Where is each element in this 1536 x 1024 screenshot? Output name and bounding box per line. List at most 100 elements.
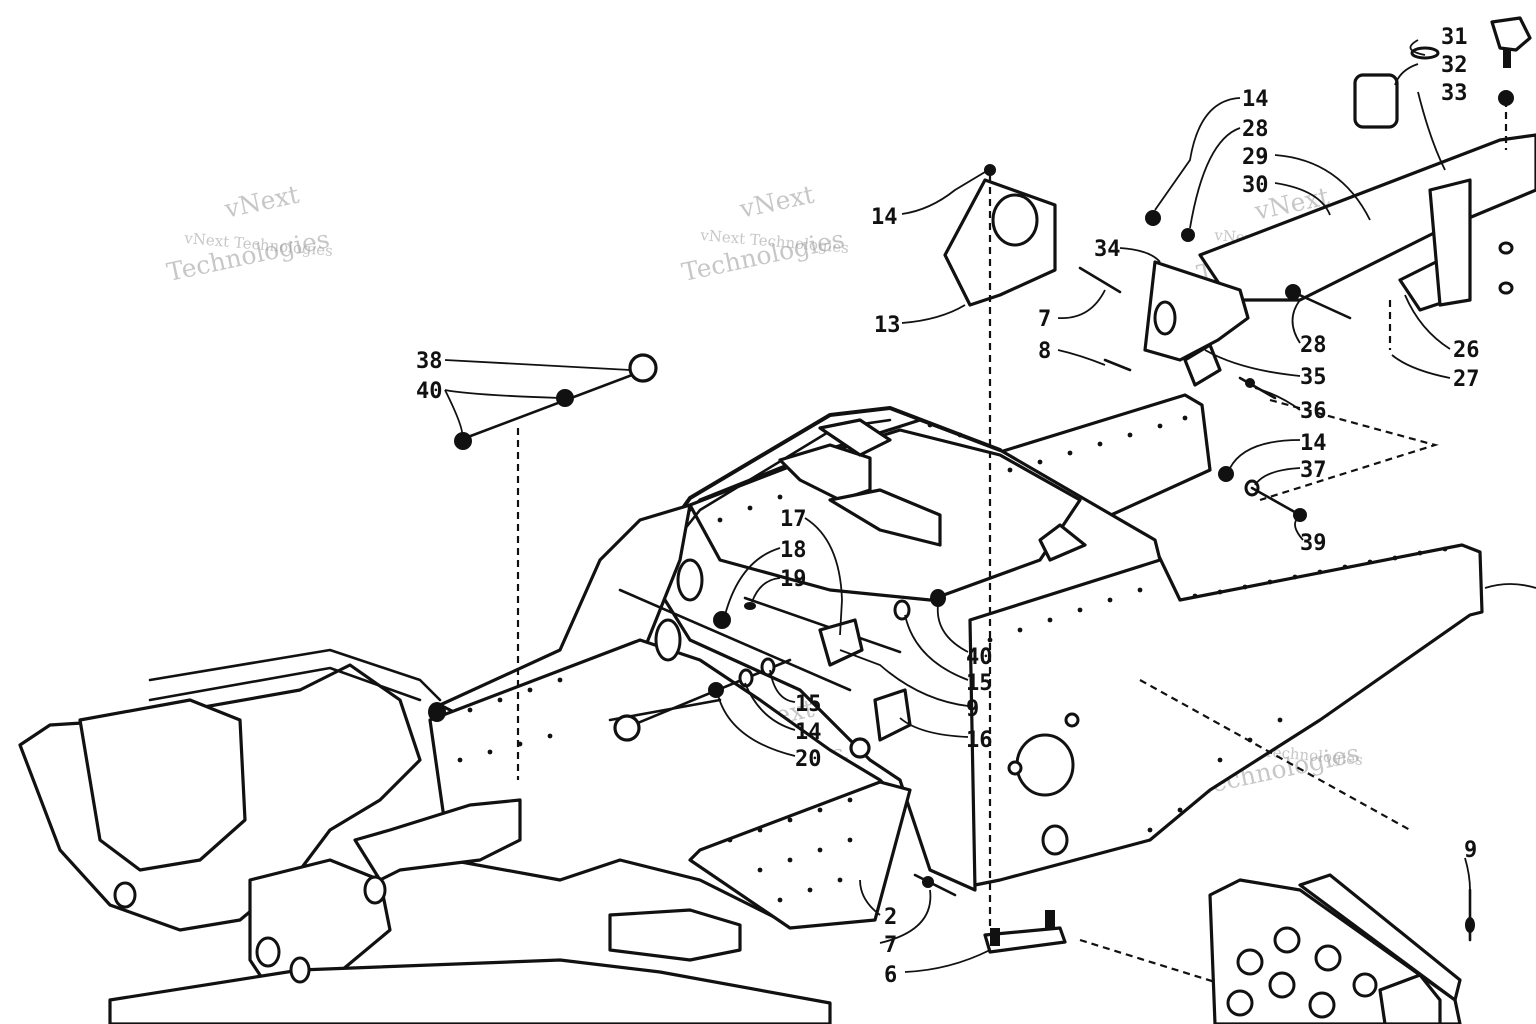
washer: [1498, 281, 1514, 295]
callout-31: 31: [1441, 25, 1468, 50]
frame-hole: [654, 618, 682, 662]
callout-19: 19: [780, 567, 807, 592]
handlebar-knob: [1490, 16, 1532, 52]
fastener: [1078, 266, 1122, 294]
callout-32: 32: [1441, 53, 1468, 78]
footrest-fold: [1298, 873, 1462, 1002]
washer: [1498, 241, 1514, 255]
frame-centerline: [1139, 679, 1411, 831]
callout-40-b: 40: [966, 645, 993, 670]
callout-2: 2: [884, 905, 897, 930]
callout-16: 16: [966, 728, 993, 753]
callout-28-b: 28: [1300, 333, 1327, 358]
bumper-inner: [78, 698, 247, 872]
floor-bracket: [818, 418, 892, 457]
callout-15-b: 15: [795, 692, 822, 717]
frame-hole: [1015, 733, 1075, 797]
callout-14-d: 14: [795, 720, 822, 745]
washer: [760, 657, 776, 677]
nut: [930, 589, 946, 607]
bolt: [1250, 486, 1302, 517]
bolt: [1291, 290, 1352, 320]
callout-39: 39: [1300, 531, 1327, 556]
watermark-vnext: vNext: [736, 180, 816, 224]
mount-stud: [990, 928, 1000, 946]
callout-7: 7: [1038, 307, 1051, 332]
callout-34: 34: [1094, 237, 1121, 262]
nut: [454, 432, 472, 450]
bolt-head: [628, 353, 658, 383]
callouts: 31 32 33 14 28 29 30 34 14 13 7 8 28 35 …: [416, 25, 1480, 988]
footrest-plate: [688, 780, 912, 930]
tunnel-side-panel: [958, 543, 1484, 887]
rivet-row: [457, 415, 1448, 903]
frame-hole: [676, 558, 704, 602]
rivet: [1465, 917, 1475, 933]
callout-17: 17: [780, 507, 807, 532]
callout-18: 18: [780, 538, 807, 563]
frame-hole: [1064, 712, 1080, 728]
washer: [556, 389, 574, 407]
callout-33: 33: [1441, 81, 1468, 106]
callout-9-b: 9: [1464, 838, 1477, 863]
tab-plate: [1183, 343, 1222, 387]
washer: [744, 602, 756, 610]
knob-stem: [1503, 48, 1511, 68]
callout-6: 6: [884, 963, 897, 988]
floor-bracket: [828, 488, 942, 547]
footrest-panel-right: [1208, 873, 1462, 1024]
callout-8: 8: [1038, 339, 1051, 364]
washer: [1181, 228, 1195, 242]
bolt: [743, 596, 902, 654]
lower-mount-plate: [983, 926, 1067, 954]
nut: [1218, 466, 1234, 482]
nut: [984, 164, 996, 176]
suspension-rod: [618, 588, 852, 692]
footrest-hole: [1236, 948, 1264, 976]
tube-roller: [608, 908, 742, 962]
callout-35: 35: [1300, 365, 1327, 390]
callout-30: 30: [1242, 173, 1269, 198]
bolt-head: [1293, 508, 1307, 522]
floor-bracket: [778, 443, 872, 502]
callout-36: 36: [1300, 399, 1327, 424]
washer: [893, 599, 911, 621]
watermark-vnext: vNext: [221, 180, 301, 224]
callout-14-tower: 14: [871, 205, 898, 230]
callout-13: 13: [874, 313, 901, 338]
tunnel-gusset: [1038, 523, 1087, 562]
skid-plate: [108, 958, 832, 1024]
leader-lines: [444, 39, 1536, 973]
frame-hole: [255, 936, 281, 968]
callout-20: 20: [795, 747, 822, 772]
frame-hole: [1041, 824, 1069, 856]
spindle-bracket-left: [248, 858, 392, 992]
callout-37: 37: [1300, 458, 1327, 483]
callout-14: 14: [1242, 87, 1269, 112]
callout-26: 26: [1453, 338, 1480, 363]
frame-hole: [1007, 760, 1023, 776]
callout-7-b: 7: [884, 933, 897, 958]
spindle-bracket: [353, 798, 522, 882]
steering-mount-bracket: [1143, 260, 1250, 362]
nut: [708, 682, 724, 698]
callout-38: 38: [416, 349, 443, 374]
nut: [428, 702, 446, 722]
clip-ring: [1410, 46, 1440, 60]
frame-hole: [113, 881, 137, 909]
rivet: [1245, 378, 1255, 388]
chassis-frame: [18, 393, 1484, 1024]
hardware: [428, 100, 1508, 942]
callout-40: 40: [416, 379, 443, 404]
footrest-hole: [1352, 972, 1378, 998]
tower-bracket: [943, 178, 1057, 307]
front-crossbar-lower: [148, 666, 422, 702]
mount-stud: [1045, 910, 1055, 930]
handle-clip: [1353, 73, 1399, 129]
footrest-hole: [1314, 944, 1342, 972]
fastener: [913, 873, 957, 897]
bushing: [1498, 90, 1514, 106]
callout-15: 15: [966, 671, 993, 696]
footrest-hole: [1308, 991, 1336, 1019]
